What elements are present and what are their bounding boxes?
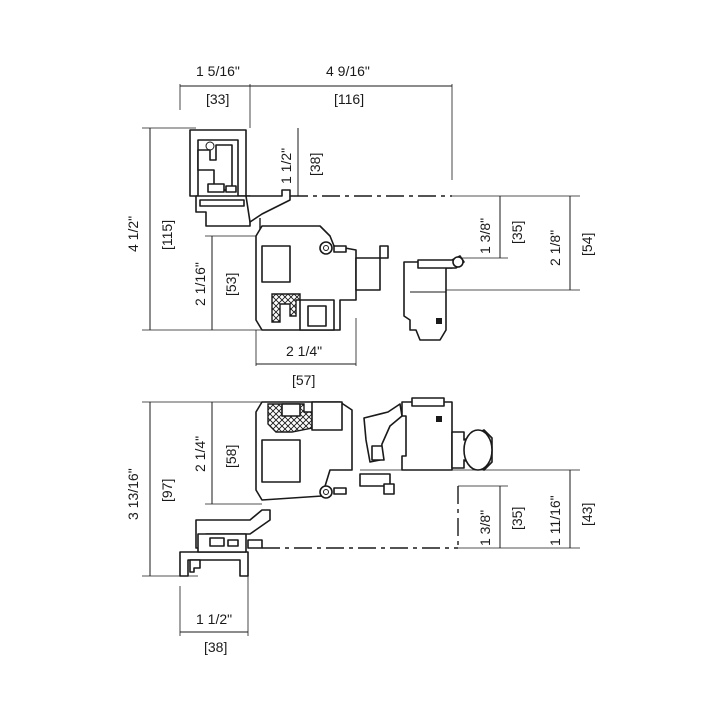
dim-sash-offset-mm: [38] (307, 153, 323, 176)
dim-left-frame-in: 1 5/16" (196, 63, 240, 79)
bottom-right-vertical-dimensions: 1 3/8" [35] 1 11/16" [43] (360, 469, 595, 549)
top-left-vertical-dimensions: 4 1/2" [115] 2 1/16" [53] 1 1/2" [38] (125, 127, 323, 331)
dim-sash-width-mm: [57] (292, 372, 315, 388)
dim-bottom-sash-height-in: 2 1/4" (192, 436, 208, 472)
dim-bottom-right-large-mm: [43] (579, 503, 595, 526)
top-section: 1 5/16" [33] 4 9/16" [116] 4 1/2" [115] … (125, 63, 595, 388)
dim-bottom-sash-height-mm: [58] (223, 445, 239, 468)
dim-total-height-in: 4 1/2" (125, 216, 141, 252)
bottom-left-vertical-dimensions: 3 13/16" [97] 2 1/4" [58] (125, 401, 268, 577)
dim-bottom-right-small-in: 1 3/8" (477, 510, 493, 546)
dim-sash-width-in: 2 1/4" (286, 343, 322, 359)
dim-bottom-frame-width-in: 1 1/2" (196, 611, 232, 627)
dim-bottom-right-large-in: 1 11/16" (547, 495, 563, 546)
dim-bottom-right-small-mm: [35] (509, 507, 525, 530)
bottom-frame-profile (179, 509, 271, 577)
dim-right-small-mm: [35] (509, 221, 525, 244)
dim-overall-depth-in: 4 9/16" (326, 63, 370, 79)
dim-right-large-mm: [54] (579, 233, 595, 256)
dim-sash-height-mm: [53] (223, 273, 239, 296)
top-horizontal-dimensions: 1 5/16" [33] 4 9/16" [116] (179, 63, 453, 180)
top-frame-profile (189, 129, 291, 227)
dim-right-large-in: 2 1/8" (547, 230, 563, 266)
top-right-vertical-dimensions: 1 3/8" [35] 2 1/8" [54] (440, 195, 595, 291)
bottom-section: 3 13/16" [97] 2 1/4" [58] 1 3/8" [35] 1 … (125, 397, 595, 655)
dim-right-small-in: 1 3/8" (477, 218, 493, 254)
bottom-lock-assembly (363, 397, 493, 471)
dim-bottom-total-height-mm: [97] (159, 479, 175, 502)
dim-bottom-total-height-in: 3 13/16" (125, 468, 141, 520)
top-sash-profile (255, 225, 389, 331)
dim-sash-height-in: 2 1/16" (192, 262, 208, 306)
bottom-sill-outline (262, 486, 459, 549)
dim-bottom-frame-width-mm: [38] (204, 639, 227, 655)
dim-overall-depth-mm: [116] (334, 91, 364, 107)
bottom-frame-width-dimension: 1 1/2" [38] (179, 570, 249, 655)
bottom-sash-profile (255, 401, 395, 501)
dim-total-height-mm: [115] (159, 220, 175, 250)
top-lock-assembly (403, 255, 465, 341)
sash-width-dimension: 2 1/4" [57] (255, 318, 357, 388)
dim-left-frame-mm: [33] (206, 91, 229, 107)
dim-sash-offset-in: 1 1/2" (278, 148, 294, 184)
